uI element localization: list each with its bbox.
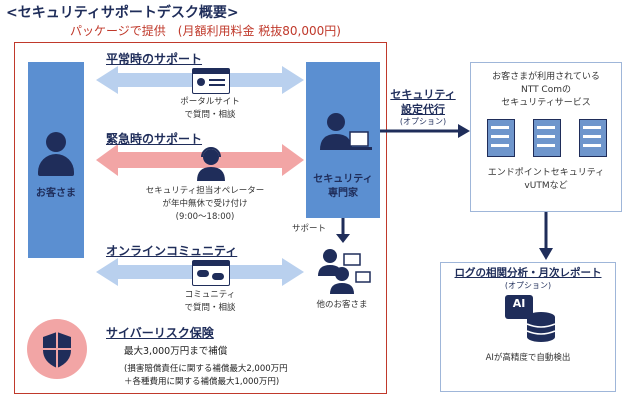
log-option: (オプション) [504, 281, 552, 290]
log-caption: AIが高精度で自動検出 [485, 353, 571, 363]
customer-label: お客さま [36, 188, 76, 199]
insurance-shield-icon [27, 319, 87, 379]
other-customers-icon [318, 249, 371, 294]
server-icon [487, 119, 515, 157]
services-line1: お客さまが利用されている [492, 72, 600, 82]
expert-label-line2: 専門家 [328, 188, 358, 199]
page-title: <セキュリティサポートデスク概要> [6, 5, 239, 21]
normal-caption-2: で質問・相談 [184, 110, 236, 120]
services-line3: セキュリティサービス [501, 98, 591, 108]
community-caption-2: で質問・相談 [184, 303, 236, 313]
services-line5: vUTMなど [524, 181, 568, 191]
insurance-title: サイバーリスク保険 [106, 326, 214, 340]
proxy-title-line1: セキュリティ [390, 88, 456, 101]
ai-database-icon [505, 295, 556, 342]
insurance-detail-1: (損害賠償責任に関する補償最大2,000万円 [124, 364, 288, 374]
support-down-arrow [336, 234, 350, 243]
expert-laptop-person-icon [320, 113, 372, 150]
log-analysis-box: ログの相関分析・月次レポート (オプション) AI AIが高精度で自動検出 [440, 262, 616, 392]
community-caption-1: コミュニティ [184, 290, 236, 300]
portal-site-icon [192, 68, 230, 94]
operator-headset-icon [197, 147, 225, 181]
server-icon [533, 119, 561, 157]
package-frame [14, 42, 387, 394]
emergency-hours: (9:00〜18:00) [175, 212, 235, 222]
log-title: ログの相関分析・月次レポート [454, 267, 602, 279]
services-line2: NTT Comの [521, 85, 571, 95]
normal-support-title: 平常時のサポート [106, 52, 203, 66]
customer-person-icon [46, 132, 66, 152]
community-title: オンラインコミュニティ [106, 244, 238, 258]
community-chat-icon [192, 260, 230, 286]
insurance-max-coverage: 最大3,000万円まで補償 [124, 346, 228, 357]
proxy-title-line2: 設定代行 [401, 103, 445, 116]
proxy-arrow [458, 124, 470, 138]
services-line4: エンドポイントセキュリティ [487, 168, 605, 178]
other-customers-label: 他のお客さま [316, 300, 368, 310]
customer-column: お客さま [28, 62, 84, 258]
support-label: サポート [292, 224, 327, 234]
emergency-support-title: 緊急時のサポート [106, 132, 203, 146]
proxy-option: (オプション) [399, 117, 447, 126]
insurance-detail-2: ＋各種費用に関する補償最大1,000万円) [124, 377, 280, 387]
expert-column: セキュリティ 専門家 [306, 62, 380, 218]
log-down-arrow [539, 248, 553, 260]
package-price-subtitle: パッケージで提供 (月額利用料金 税抜80,000円) [70, 24, 341, 38]
security-services-box: お客さまが利用されている NTT Comの セキュリティサービス エンドポイント… [470, 62, 622, 212]
emergency-support-arrow [96, 144, 304, 176]
expert-label-line1: セキュリティ [313, 174, 373, 185]
emergency-caption-2: が年中無休で受け付け [162, 199, 248, 209]
ai-label: AI [512, 297, 526, 310]
normal-caption-1: ポータルサイト [180, 97, 240, 107]
emergency-caption-1: セキュリティ担当オペレーター [145, 186, 265, 196]
server-icon [579, 119, 607, 157]
